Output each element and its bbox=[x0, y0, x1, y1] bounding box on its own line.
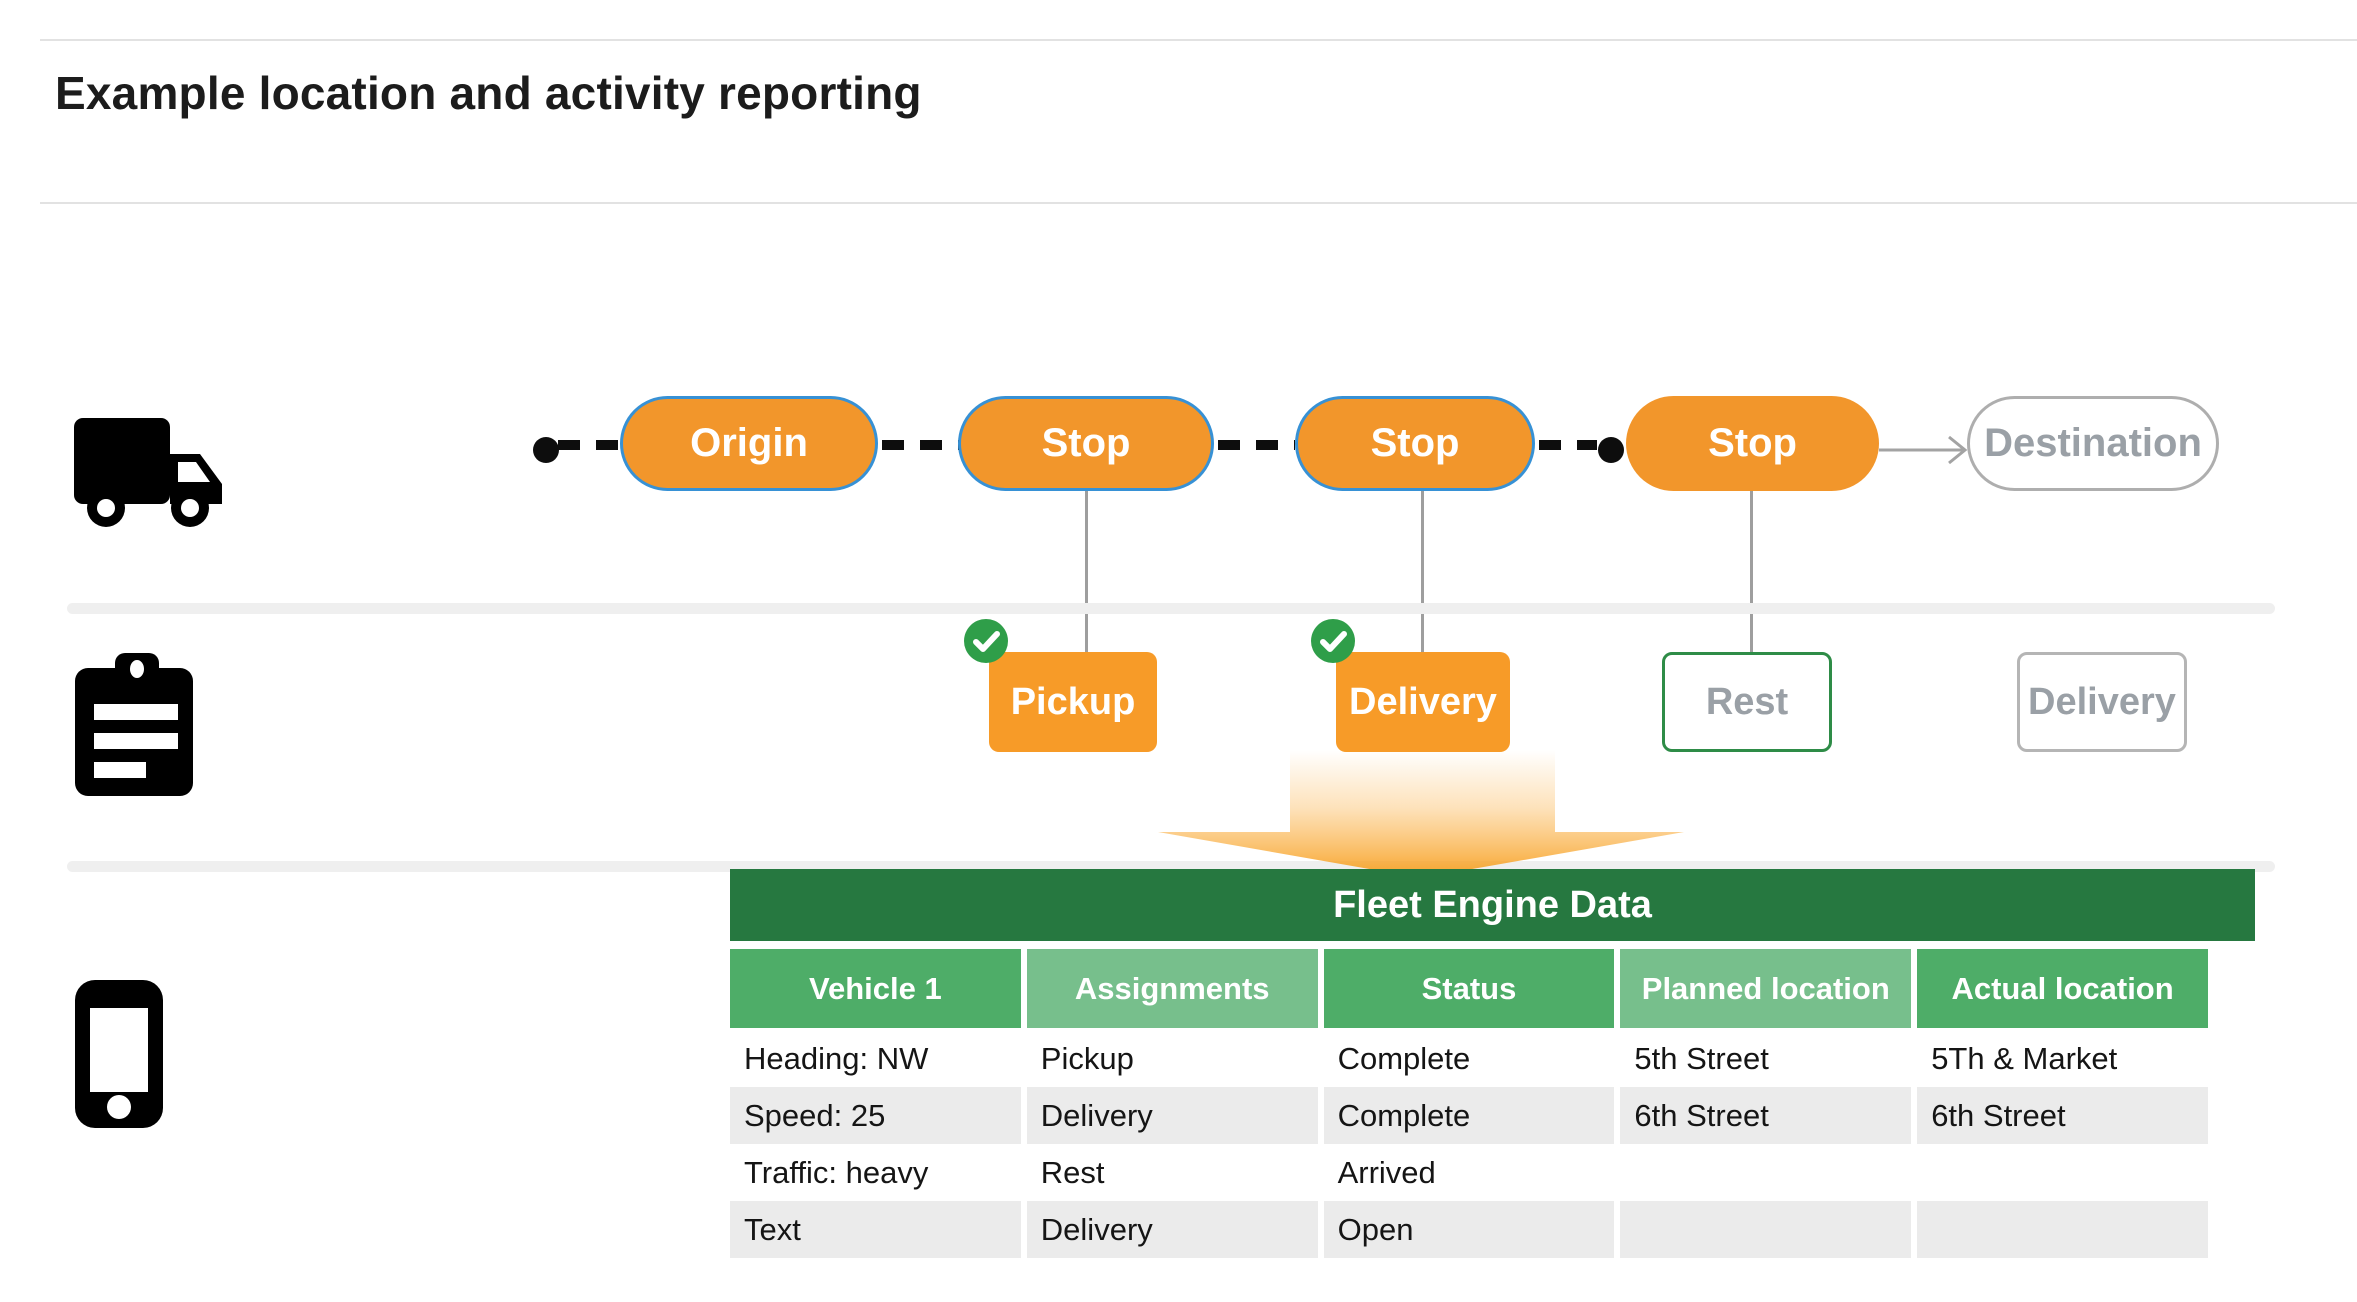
activity-label: Rest bbox=[1705, 680, 1789, 723]
table-cell: Pickup bbox=[1040, 1040, 1134, 1076]
journey-node-label: Stop bbox=[1370, 421, 1460, 465]
table-cell: Rest bbox=[1040, 1154, 1105, 1190]
table-header-planned-location: Planned location bbox=[1620, 949, 1912, 1028]
clipboard-icon bbox=[75, 653, 193, 796]
table-cell: Heading: NW bbox=[744, 1040, 929, 1076]
journey-node-origin: Origin bbox=[620, 396, 878, 491]
journey-node-stop-3: Stop bbox=[1626, 396, 1879, 491]
table-cell: Complete bbox=[1337, 1040, 1471, 1076]
table-cell bbox=[1917, 1144, 2208, 1201]
table-header-vehicle: Vehicle 1 bbox=[730, 949, 1021, 1028]
table-cell: Arrived bbox=[1337, 1154, 1436, 1190]
table-cell: 5th Street bbox=[1634, 1040, 1769, 1076]
connector-line bbox=[1085, 491, 1088, 652]
journey-node-label: Origin bbox=[690, 421, 808, 465]
top-rule bbox=[40, 39, 2357, 41]
section-divider bbox=[67, 861, 2275, 872]
route-dash-segment bbox=[1218, 440, 1295, 450]
route-current-position-dot bbox=[1598, 437, 1624, 463]
connector-line bbox=[1421, 491, 1424, 652]
table-cell: Traffic: heavy bbox=[744, 1154, 929, 1190]
table-header-status: Status bbox=[1323, 949, 1615, 1028]
journey-node-label: Destination bbox=[1984, 421, 2202, 465]
table-header-actual-location: Actual location bbox=[1917, 949, 2208, 1028]
arrow-right-icon bbox=[1879, 435, 1968, 465]
title-rule bbox=[40, 202, 2357, 204]
table-title: Fleet Engine Data bbox=[730, 869, 2255, 941]
table-cell: Speed: 25 bbox=[730, 1087, 1021, 1144]
table-cell: 6th Street bbox=[1917, 1087, 2208, 1144]
table-cell: Open bbox=[1323, 1201, 1615, 1258]
activity-pickup: Pickup bbox=[989, 652, 1157, 752]
table-cell: 6th Street bbox=[1620, 1087, 1912, 1144]
route-start-dot bbox=[533, 437, 559, 463]
table-cell bbox=[1917, 1201, 2208, 1258]
route-dash-segment bbox=[882, 440, 960, 450]
table-cell: Delivery bbox=[1026, 1087, 1318, 1144]
route-dash-segment bbox=[1539, 440, 1597, 450]
activity-delivery-1: Delivery bbox=[1336, 652, 1510, 752]
table-header-assignments: Assignments bbox=[1026, 949, 1318, 1028]
activity-label: Delivery bbox=[1349, 680, 1497, 723]
journey-node-label: Stop bbox=[1708, 421, 1797, 465]
table-cell: Delivery bbox=[1026, 1201, 1318, 1258]
route-dash-segment bbox=[558, 440, 624, 450]
activity-label: Delivery bbox=[2028, 680, 2176, 723]
activity-label: Pickup bbox=[1010, 680, 1136, 723]
table-cell bbox=[1620, 1144, 1911, 1201]
journey-node-label: Stop bbox=[1041, 421, 1131, 465]
table-cell: 5Th & Market bbox=[1931, 1040, 2118, 1076]
table-cell: Text bbox=[730, 1201, 1021, 1258]
table-cell: Complete bbox=[1323, 1087, 1615, 1144]
table-cell bbox=[1620, 1201, 1912, 1258]
check-circle-icon bbox=[964, 619, 1008, 663]
table-header-row: Vehicle 1 Assignments Status Planned loc… bbox=[730, 949, 2208, 1028]
table-title-label: Fleet Engine Data bbox=[1333, 883, 1652, 926]
activity-rest: Rest bbox=[1662, 652, 1832, 752]
connector-line bbox=[1750, 491, 1753, 652]
journey-node-stop-1: Stop bbox=[958, 396, 1214, 491]
journey-node-stop-2: Stop bbox=[1295, 396, 1535, 491]
table-row: Traffic: heavy Rest Arrived bbox=[730, 1144, 2208, 1201]
truck-icon bbox=[74, 418, 222, 527]
journey-node-destination: Destination bbox=[1967, 396, 2219, 491]
big-down-arrow bbox=[1158, 750, 1684, 878]
table-row: Heading: NW Pickup Complete 5th Street 5Th &… bbox=[730, 1030, 2208, 1087]
phone-icon bbox=[75, 980, 163, 1128]
check-circle-icon bbox=[1311, 619, 1355, 663]
page-title: Example location and activity reporting bbox=[55, 67, 922, 119]
section-divider bbox=[67, 603, 2275, 614]
activity-delivery-2: Delivery bbox=[2017, 652, 2187, 752]
